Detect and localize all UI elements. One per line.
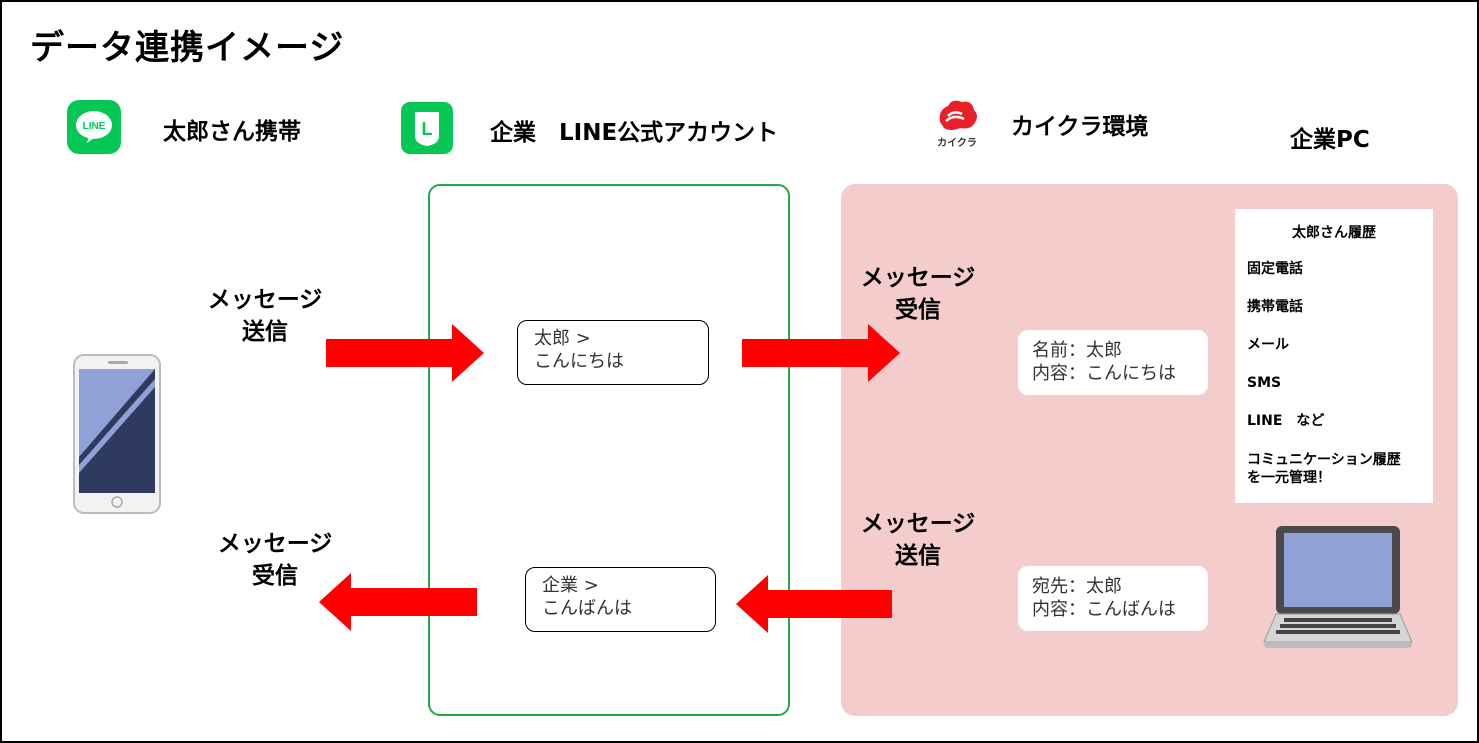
- bubble-outgoing-sender: 企業 >: [542, 575, 599, 596]
- info-card-sent: 宛先：太郎 内容：こんばんは: [1018, 566, 1208, 631]
- arrow-left-1: [736, 575, 892, 633]
- page-title: データ連携イメージ: [30, 28, 345, 68]
- line-app-icon: LINE: [67, 100, 121, 154]
- label-message-send-right-line2: 送信: [895, 543, 941, 569]
- line-account-container: [428, 184, 790, 716]
- history-summary-line2: を一元管理！: [1247, 470, 1331, 486]
- history-title: 太郎さん履歴: [1292, 225, 1376, 241]
- history-item-sms: SMS: [1247, 375, 1282, 391]
- history-summary-line1: コミュニケーション履歴: [1247, 452, 1401, 468]
- header-kaikura-environment: カイクラ環境: [1011, 114, 1149, 140]
- line-official-icon-text: L: [422, 119, 433, 139]
- label-message-receive-left-line2: 受信: [252, 563, 298, 589]
- info-sent-content: 内容：こんばんは: [1032, 599, 1176, 620]
- history-panel: 太郎さん履歴 固定電話 携帯電話 メール SMS LINE など コミュニケーシ…: [1235, 209, 1433, 503]
- kaikura-logo-text: カイクラ: [937, 137, 977, 149]
- info-card-received: 名前：太郎 内容：こんにちは: [1018, 330, 1208, 395]
- label-message-send-right-line1: メッセージ: [860, 511, 976, 537]
- arrow-left-2: [319, 573, 477, 631]
- label-message-send-right: メッセージ 送信: [843, 508, 993, 572]
- label-message-receive-left: メッセージ 受信: [200, 528, 350, 592]
- label-message-receive-right-line2: 受信: [895, 297, 941, 323]
- arrow-right-2: [742, 324, 900, 382]
- header-company-pc: 企業PC: [1290, 127, 1370, 153]
- smartphone-icon: [72, 353, 162, 515]
- label-message-receive-right-line1: メッセージ: [860, 265, 976, 291]
- line-app-icon-text: LINE: [83, 121, 106, 132]
- bubble-incoming-sender: 太郎 >: [534, 328, 591, 349]
- label-message-send-left-line2: 送信: [242, 319, 288, 345]
- laptop-icon: [1262, 524, 1414, 652]
- history-item-mobile: 携帯電話: [1247, 299, 1303, 315]
- history-item-email: メール: [1247, 337, 1289, 353]
- label-message-receive-left-line1: メッセージ: [217, 531, 333, 557]
- header-taro-phone: 太郎さん携帯: [163, 119, 301, 145]
- info-received-content: 内容：こんにちは: [1032, 363, 1176, 384]
- bubble-incoming-text: こんにちは: [534, 351, 624, 372]
- info-sent-destination: 宛先：太郎: [1032, 576, 1122, 597]
- line-official-icon: L: [401, 102, 453, 154]
- history-item-landline: 固定電話: [1247, 261, 1303, 277]
- history-item-line: LINE など: [1247, 413, 1325, 429]
- label-message-send-left-line1: メッセージ: [207, 287, 323, 313]
- header-line-official-account: 企業 LINE公式アカウント: [490, 120, 779, 146]
- message-bubble-outgoing: 企業 > こんばんは: [525, 567, 716, 632]
- bubble-outgoing-text: こんばんは: [542, 598, 632, 619]
- label-message-receive-right: メッセージ 受信: [843, 262, 993, 326]
- info-received-name: 名前：太郎: [1032, 340, 1122, 361]
- label-message-send-left: メッセージ 送信: [190, 284, 340, 348]
- message-bubble-incoming: 太郎 > こんにちは: [517, 320, 709, 385]
- arrow-right-1: [326, 324, 484, 382]
- kaikura-logo: カイクラ: [932, 96, 982, 152]
